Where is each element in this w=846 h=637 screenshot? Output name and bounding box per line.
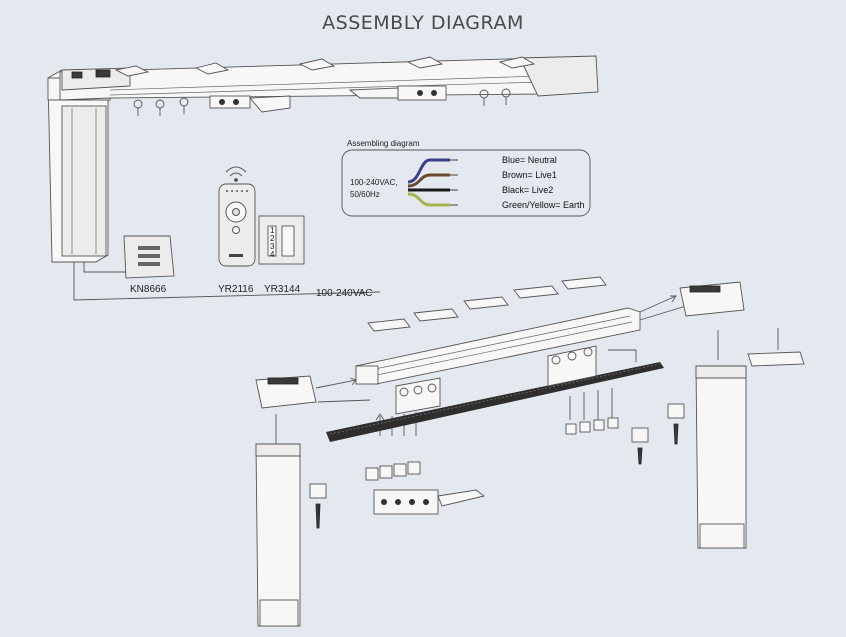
wall-panel-yr3144: 1 2 3 4 <box>258 215 305 265</box>
panel-key-2: 2 <box>270 234 275 243</box>
top-runners <box>133 85 511 116</box>
assembly-arrows <box>275 295 779 444</box>
left-motor-head <box>255 375 317 409</box>
supply-line-1: 100-240VAC, <box>350 178 397 187</box>
wall-switch-kn8666 <box>123 235 175 279</box>
end-cap <box>747 351 805 367</box>
wire-label: Green/Yellow= Earth <box>502 200 584 210</box>
wall-panel-label: YR3144 <box>264 284 301 295</box>
remote-label: YR2116 <box>218 284 254 295</box>
wire-1 <box>407 173 450 188</box>
supply-line-2: 50/60Hz <box>350 190 380 199</box>
power-line-label: 100-240VAC <box>316 288 373 299</box>
panel-key-3: 3 <box>270 242 275 251</box>
right-motor-head <box>679 281 745 317</box>
carriers-left <box>395 377 441 415</box>
ceiling-brackets <box>367 276 607 332</box>
wifi-icon <box>225 166 247 173</box>
track-profile <box>355 307 641 385</box>
wire-label: Black= Live2 <box>502 185 553 195</box>
right-motor <box>695 365 747 549</box>
assembled-curtain-track <box>47 55 599 301</box>
left-motor <box>255 443 301 627</box>
wire-0 <box>407 158 450 184</box>
top-rail-brackets <box>114 56 536 77</box>
drive-belt <box>326 362 664 442</box>
panel-key-1: 1 <box>270 226 275 235</box>
top-rail <box>59 55 599 101</box>
wall-switch-label: KN8666 <box>130 284 167 295</box>
diagram-title: ASSEMBLY DIAGRAM <box>322 12 524 34</box>
panel-key-4: 4 <box>270 250 275 259</box>
wire-label: Brown= Live1 <box>502 170 557 180</box>
master-carrier <box>373 489 486 515</box>
wiring-heading: Assembling diagram <box>347 139 420 148</box>
wiring-diagram-box: Assembling diagram 100-240VAC, 50/60Hz B… <box>341 139 591 217</box>
wire-3 <box>407 192 450 207</box>
exploded-view <box>255 276 805 627</box>
wire-label: Blue= Neutral <box>502 155 557 165</box>
gliders <box>365 417 619 481</box>
screws-and-clips <box>309 403 685 529</box>
remote-yr2116 <box>218 166 256 267</box>
carriers-right <box>547 345 597 387</box>
